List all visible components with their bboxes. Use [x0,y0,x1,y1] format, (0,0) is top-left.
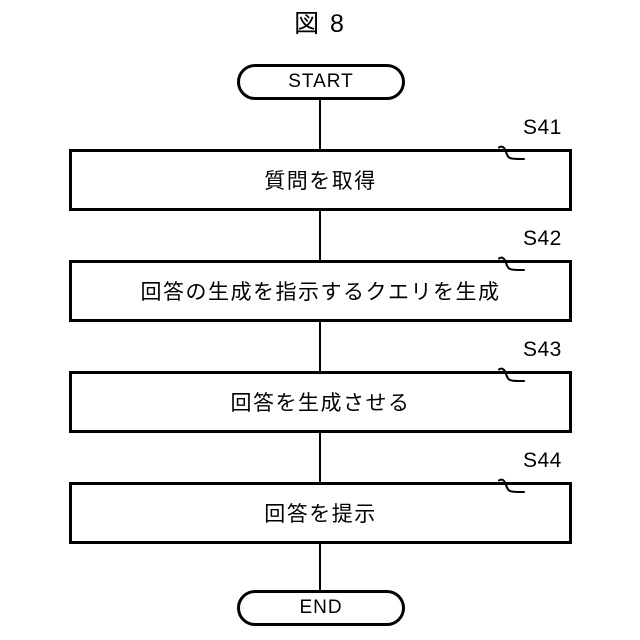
flow-node-start: START [237,64,405,100]
leader-line-icon [498,478,525,493]
leader-line-icon [498,367,525,382]
step-tag-s44-text: S44 [523,449,562,472]
connector-s41-to-s42 [319,211,321,260]
flow-step-s44: 回答を提示 [69,482,572,544]
flow-step-s41: 質問を取得 [69,149,572,211]
connector-start-to-s41 [319,100,321,149]
connector-s44-to-end [319,544,321,590]
connector-s43-to-s44 [319,433,321,483]
step-tag-s42: S42 [495,227,605,271]
flow-step-s42-label: 回答の生成を指示するクエリを生成 [140,281,501,304]
leader-line-icon [498,256,525,271]
step-tag-s44: S44 [495,449,605,493]
step-tag-s43: S43 [495,338,605,382]
step-tag-s41: S41 [495,116,605,160]
flow-step-s42: 回答の生成を指示するクエリを生成 [69,260,572,322]
figure-title: 図 8 [294,10,346,38]
step-tag-s43-text: S43 [523,338,562,361]
flow-step-s44-label: 回答を提示 [264,503,377,526]
connector-s42-to-s43 [319,322,321,371]
flow-step-s43-label: 回答を生成させる [230,392,411,415]
leader-line-icon [498,145,525,160]
step-tag-s41-text: S41 [523,116,562,139]
flow-step-s43: 回答を生成させる [69,371,572,433]
flow-node-end: END [237,590,405,626]
flow-node-start-label: START [288,71,354,92]
step-tag-s42-text: S42 [523,227,562,250]
flow-step-s41-label: 質問を取得 [264,170,377,193]
flow-node-end-label: END [299,597,343,618]
